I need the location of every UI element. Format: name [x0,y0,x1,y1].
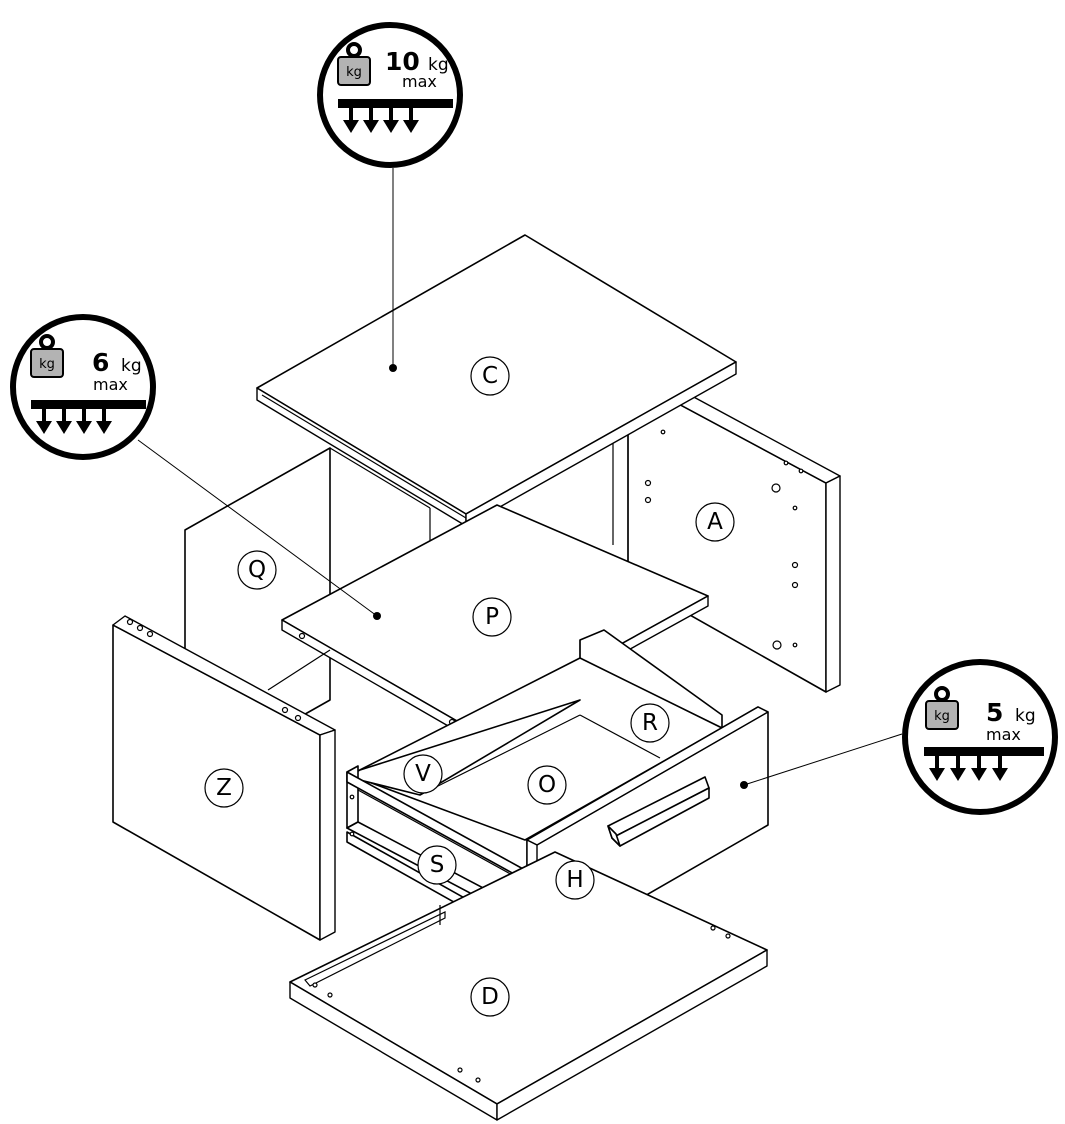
weight-value: 6 [92,348,109,377]
label-d: D [470,977,510,1017]
weight-max: max [986,725,1021,744]
leader-shelf-dot [373,612,381,620]
weight-icon: kg [925,686,959,730]
weight-unit: kg [121,356,142,376]
svg-text:kg: kg [346,65,362,80]
label-s: S [417,845,457,885]
leader-shelf [137,439,378,617]
panel-d [289,851,768,1121]
label-c: C [470,356,510,396]
load-arrows-icon [31,400,146,434]
svg-text:Z: Z [216,775,232,801]
label-o: O [527,765,567,805]
svg-text:V: V [415,761,431,787]
leader-top-dot [389,364,397,372]
load-arrows-icon [924,747,1044,781]
load-arrows-icon [338,99,453,133]
weight-icon: kg [30,334,64,378]
weight-badge-shelf: kg 6 kg max [10,314,156,460]
svg-text:O: O [538,772,556,798]
svg-text:P: P [485,604,499,630]
svg-text:kg: kg [934,709,950,724]
label-z: Z [204,768,244,808]
weight-icon: kg [337,42,371,86]
weight-unit: kg [1015,706,1036,726]
svg-text:D: D [481,984,499,1010]
weight-max: max [402,72,437,91]
svg-text:R: R [642,710,658,736]
weight-value: 10 [385,47,420,76]
svg-text:A: A [707,509,723,535]
leader-drawer [743,733,903,786]
label-v: V [403,754,443,794]
svg-text:H: H [566,867,583,893]
weight-badge-top: kg 10 kg max [317,22,463,168]
panel-a [612,394,841,693]
weight-value: 5 [986,698,1003,727]
label-h: H [555,860,595,900]
label-p: P [472,597,512,637]
svg-text:kg: kg [39,357,55,372]
leader-drawer-dot [740,781,748,789]
svg-text:S: S [430,852,445,878]
weight-unit: kg [428,55,449,75]
label-a: A [695,502,735,542]
label-r: R [630,703,670,743]
weight-badge-drawer: kg 5 kg max [902,659,1058,815]
label-q: Q [237,550,277,590]
svg-text:Q: Q [248,557,266,583]
weight-max: max [93,375,128,394]
svg-text:C: C [482,363,498,389]
